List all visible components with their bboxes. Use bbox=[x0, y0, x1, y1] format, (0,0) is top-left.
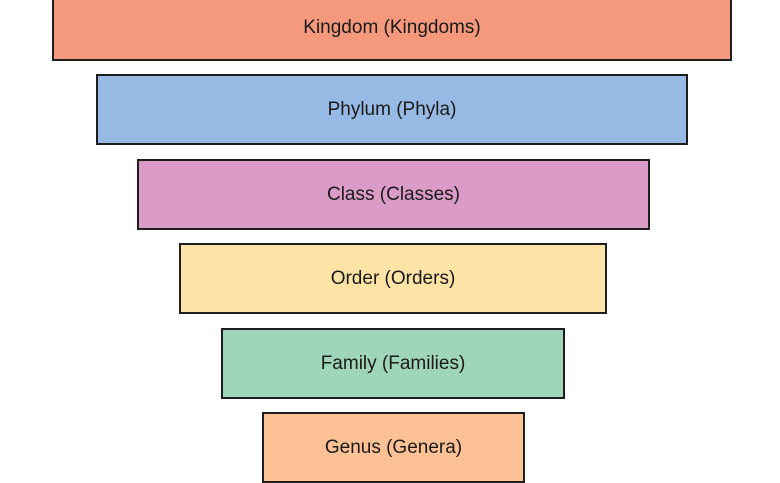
level-class-label: Class (Classes) bbox=[326, 183, 461, 205]
level-phylum: Phylum (Phyla) bbox=[96, 74, 688, 145]
level-kingdom: Kingdom (Kingdoms) bbox=[52, 0, 732, 61]
level-family-label: Family (Families) bbox=[320, 352, 466, 374]
level-order-label: Order (Orders) bbox=[330, 267, 456, 289]
level-genus-label: Genus (Genera) bbox=[324, 436, 463, 458]
level-order: Order (Orders) bbox=[179, 243, 607, 314]
level-family: Family (Families) bbox=[221, 328, 565, 399]
level-phylum-label: Phylum (Phyla) bbox=[327, 98, 457, 120]
level-class: Class (Classes) bbox=[137, 159, 650, 230]
taxonomy-pyramid: Kingdom (Kingdoms) Phylum (Phyla) Class … bbox=[52, 0, 732, 483]
level-genus: Genus (Genera) bbox=[262, 412, 525, 483]
level-kingdom-label: Kingdom (Kingdoms) bbox=[303, 16, 481, 38]
